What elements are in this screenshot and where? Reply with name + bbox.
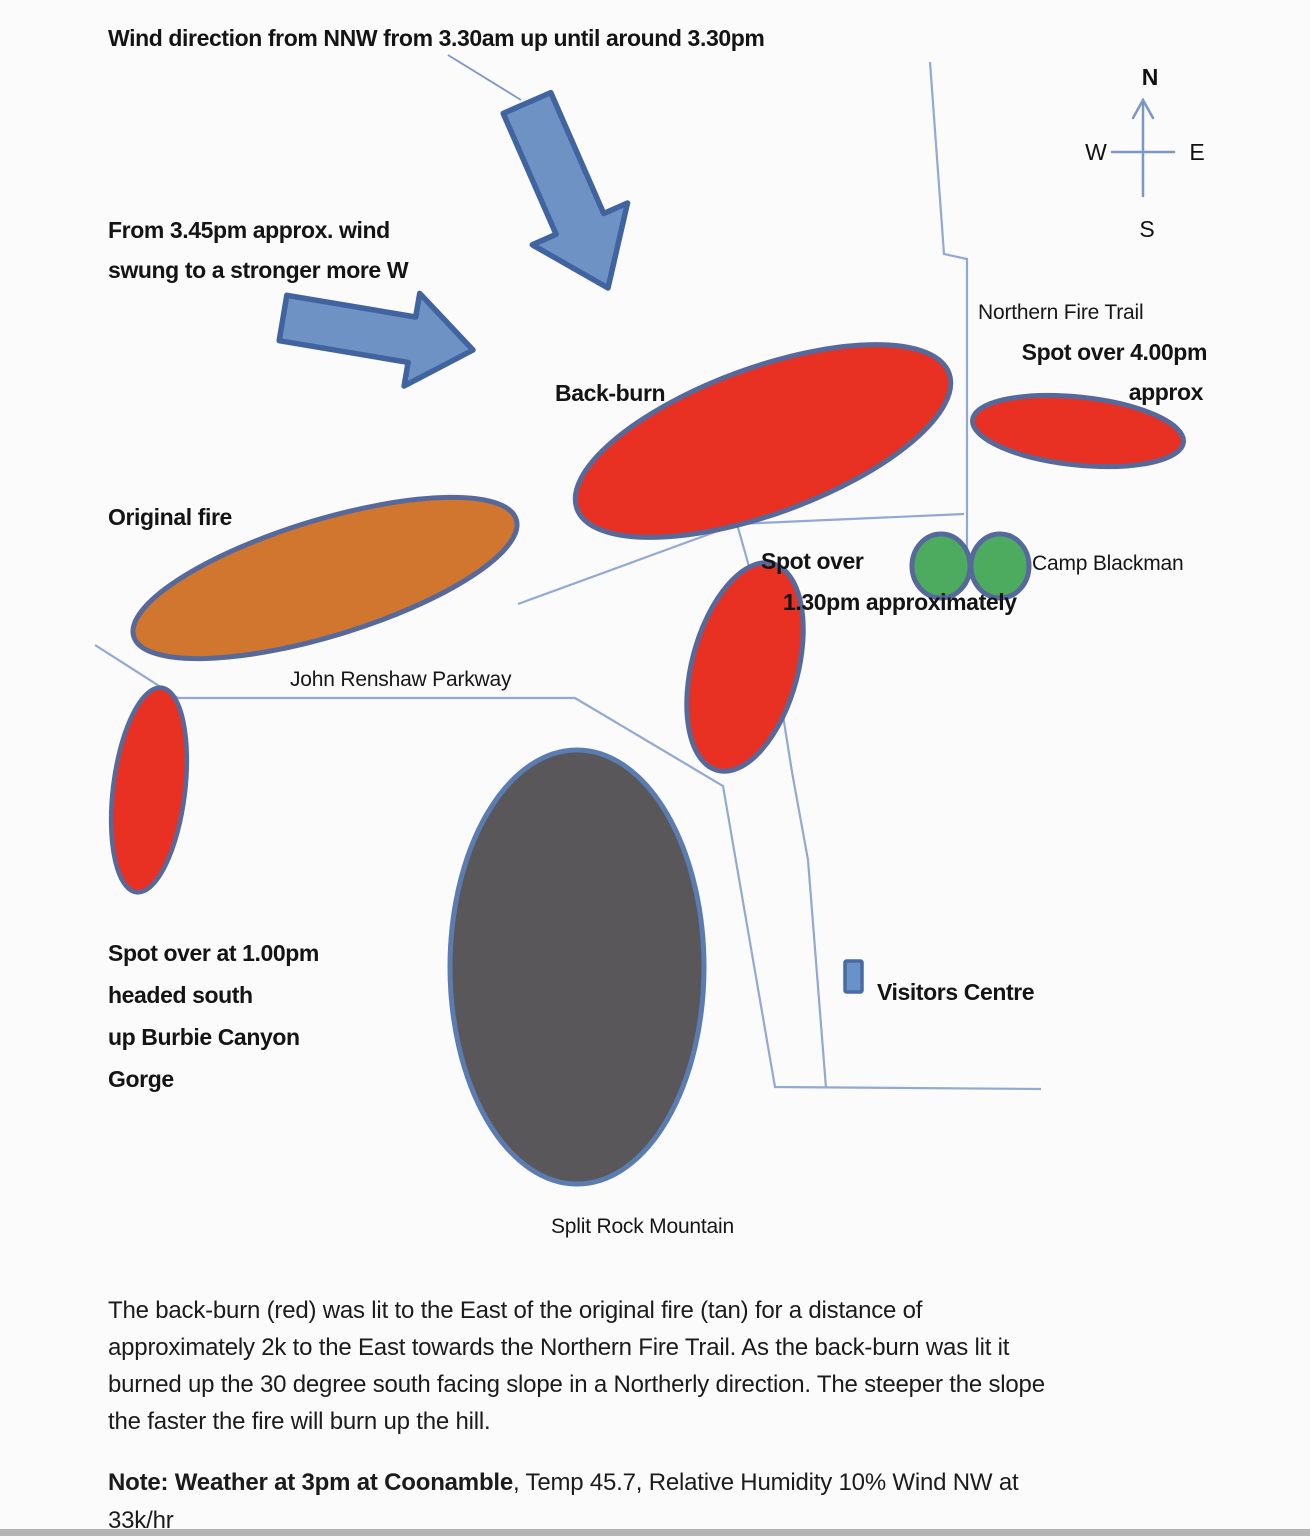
wind-label-leader-line bbox=[447, 54, 522, 101]
compass-lines bbox=[1110, 97, 1176, 198]
weather-note: Note: Weather at 3pm at Coonamble, Temp … bbox=[108, 1464, 1019, 1540]
spot-over-4pm-ellipse bbox=[970, 392, 1186, 470]
compass-s: S bbox=[1139, 216, 1154, 242]
spot-over-130pm-ellipse bbox=[684, 560, 806, 774]
description-paragraph: The back-burn (red) was lit to the East … bbox=[108, 1292, 1168, 1440]
compass-n: N bbox=[1142, 64, 1159, 90]
compass-e: E bbox=[1189, 139, 1204, 165]
compass-w: W bbox=[1085, 139, 1107, 165]
road-northern-fire-trail bbox=[928, 61, 969, 550]
window-bottom-edge bbox=[0, 1529, 1310, 1536]
split-rock-mountain-ellipse bbox=[447, 747, 707, 1187]
visitors-centre-marker bbox=[843, 959, 864, 994]
wind-arrow-w bbox=[276, 290, 476, 389]
weather-note-bold: Note: Weather at 3pm at Coonamble bbox=[108, 1469, 514, 1496]
weather-note-line1: Note: Weather at 3pm at Coonamble, Temp … bbox=[108, 1464, 1019, 1502]
label-spot-over-130-line1: Spot over bbox=[761, 548, 864, 574]
label-john-renshaw-parkway: John Renshaw Parkway bbox=[290, 668, 512, 691]
fire-map-diagram: N W E S Wind direction from NNW from 3.3… bbox=[94, 25, 1207, 1238]
label-visitors-centre: Visitors Centre bbox=[877, 979, 1034, 1005]
label-spot-over-4pm-line1: Spot over 4.00pm bbox=[1022, 339, 1207, 365]
label-camp-blackman: Camp Blackman bbox=[1032, 552, 1183, 575]
weather-note-regular: , Temp 45.7, Relative Humidity 10% Wind … bbox=[513, 1469, 1019, 1496]
description-line: approximately 2k to the East towards the… bbox=[108, 1334, 1010, 1361]
original-fire-ellipse bbox=[130, 494, 520, 662]
label-original-fire: Original fire bbox=[108, 504, 232, 530]
wind-arrow-nnw bbox=[500, 89, 631, 291]
description-line: the faster the fire will burn up the hil… bbox=[108, 1408, 491, 1435]
label-spot-over-1pm-line4: Gorge bbox=[108, 1066, 174, 1092]
label-spot-over-1pm-line3: up Burbie Canyon bbox=[108, 1024, 300, 1050]
label-spot-over-4pm-line2: approx bbox=[1129, 379, 1204, 405]
label-wind-w-line1: From 3.45pm approx. wind bbox=[108, 217, 390, 243]
camp-blackman-circle-right bbox=[968, 531, 1032, 601]
label-back-burn: Back-burn bbox=[555, 380, 665, 406]
back-burn-ellipse bbox=[572, 342, 954, 540]
spot-over-1pm-ellipse bbox=[108, 685, 190, 895]
description-line: The back-burn (red) was lit to the East … bbox=[108, 1297, 923, 1324]
label-spot-over-1pm-line1: Spot over at 1.00pm bbox=[108, 940, 319, 966]
compass-rose: N W E S bbox=[1085, 64, 1205, 242]
label-split-rock-mountain: Split Rock Mountain bbox=[551, 1215, 734, 1238]
description-line: burned up the 30 degree south facing slo… bbox=[108, 1371, 1045, 1398]
label-spot-over-1pm-line2: headed south bbox=[108, 982, 253, 1008]
label-wind-nnw: Wind direction from NNW from 3.30am up u… bbox=[108, 25, 764, 51]
label-spot-over-130-line2: 1.30pm approximately bbox=[783, 589, 1017, 615]
label-wind-w-line2: swung to a stronger more W bbox=[108, 257, 409, 283]
label-northern-fire-trail: Northern Fire Trail bbox=[978, 301, 1143, 324]
